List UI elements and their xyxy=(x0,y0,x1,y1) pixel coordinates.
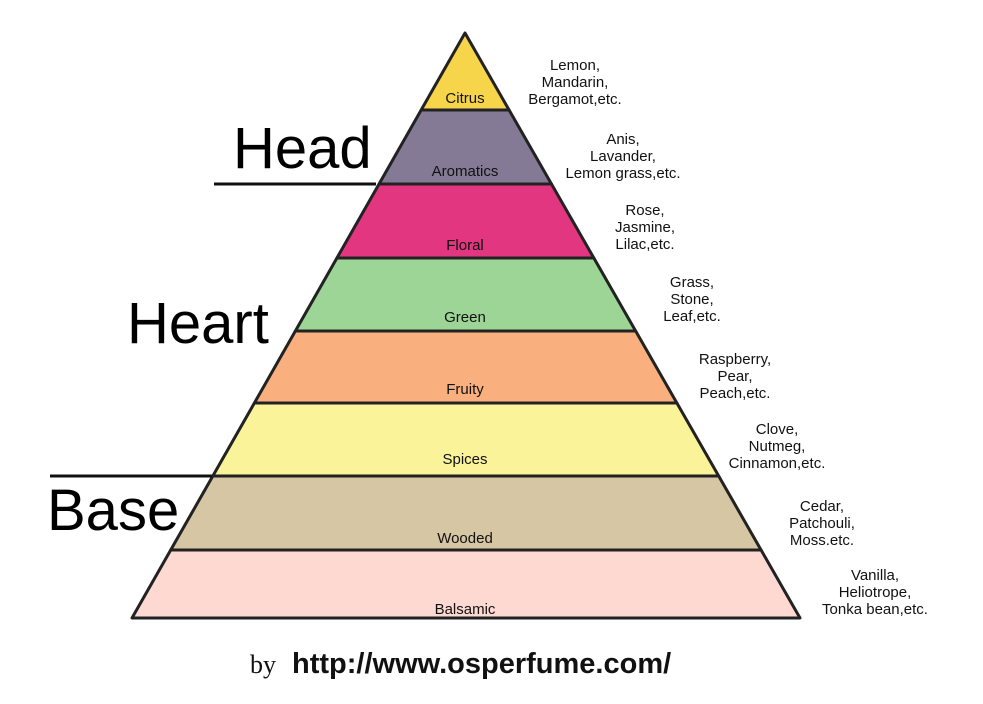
band-label: Citrus xyxy=(445,90,484,107)
band-example: Lavander, xyxy=(590,148,656,165)
band-example: Moss.etc. xyxy=(790,532,854,549)
band-label: Aromatics xyxy=(432,163,499,180)
band-label: Spices xyxy=(442,451,487,468)
credit-by: by xyxy=(250,650,276,679)
band-balsamic xyxy=(130,548,802,620)
band-example: Leaf,etc. xyxy=(663,308,721,325)
band-example: Jasmine, xyxy=(615,219,675,236)
band-example: Mandarin, xyxy=(542,74,609,91)
band-example: Peach,etc. xyxy=(700,385,771,402)
band-label: Balsamic xyxy=(435,601,496,618)
band-example: Grass, xyxy=(670,274,714,291)
band-label: Wooded xyxy=(437,530,493,547)
band-example: Vanilla, xyxy=(851,567,899,584)
band-example: Pear, xyxy=(717,368,752,385)
band-example: Rose, xyxy=(625,202,664,219)
band-example: Cedar, xyxy=(800,498,844,515)
section-heart-label: Heart xyxy=(127,291,269,356)
band-example: Raspberry, xyxy=(699,351,771,368)
band-example: Heliotrope, xyxy=(839,584,912,601)
band-example: Lilac,etc. xyxy=(615,236,674,253)
band-example: Bergamot,etc. xyxy=(528,91,621,108)
band-example: Lemon, xyxy=(550,57,600,74)
section-base-label: Base xyxy=(47,478,179,543)
band-example: Tonka bean,etc. xyxy=(822,601,928,618)
credit-url[interactable]: http://www.osperfume.com/ xyxy=(292,648,671,680)
band-example: Anis, xyxy=(606,131,639,148)
section-head-label: Head xyxy=(233,116,372,181)
band-label: Floral xyxy=(446,237,484,254)
band-label: Fruity xyxy=(446,381,484,398)
band-example: Patchouli, xyxy=(789,515,855,532)
band-label: Green xyxy=(444,309,486,326)
band-example: Lemon grass,etc. xyxy=(565,165,680,182)
band-example: Cinnamon,etc. xyxy=(729,455,826,472)
band-example: Nutmeg, xyxy=(749,438,806,455)
band-example: Clove, xyxy=(756,421,799,438)
band-example: Stone, xyxy=(670,291,713,308)
